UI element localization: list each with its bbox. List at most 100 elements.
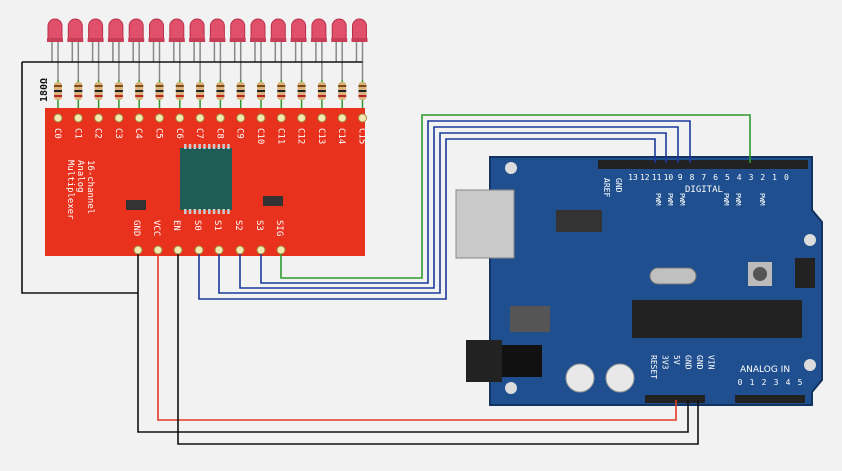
pwm-label: PWM — [734, 193, 742, 206]
led-c9 — [229, 18, 246, 80]
wire-s1 — [218, 132, 667, 294]
channel-label: C6 — [174, 128, 184, 139]
power-pin-reset: RESET — [649, 355, 658, 379]
led-c5 — [148, 18, 165, 80]
channel-label: C3 — [113, 128, 123, 139]
digital-pin-5: 5 — [725, 173, 730, 182]
channel-label: C12 — [296, 128, 306, 144]
led-c15 — [351, 18, 368, 80]
mux-title-line-2: Analog — [75, 160, 85, 193]
wire-led-ground — [21, 62, 138, 294]
capacitor-2 — [605, 363, 635, 393]
pin-pad — [173, 245, 183, 255]
digital-pin-10: 10 — [664, 173, 674, 182]
channel-pad — [134, 113, 144, 123]
pin-label-vcc: VCC — [151, 220, 161, 236]
crystal — [649, 267, 697, 285]
channel-label: C10 — [255, 128, 265, 144]
channel-pad — [73, 113, 83, 123]
channel-pad — [256, 113, 266, 123]
digital-pin-2: 2 — [760, 173, 765, 182]
mounting-hole — [505, 382, 517, 394]
wire-gnd — [137, 254, 689, 433]
power-header — [645, 395, 705, 403]
mounting-hole — [804, 234, 816, 246]
voltage-regulator — [510, 306, 550, 332]
analog-in-label: ANALOG IN — [740, 365, 790, 375]
channel-label: C7 — [194, 128, 204, 139]
mounting-hole — [505, 162, 517, 174]
power-pin-gnd: GND — [695, 355, 704, 370]
analog-pin-4: 4 — [786, 378, 791, 387]
digital-pin-1: 1 — [772, 173, 777, 182]
pwm-label: PWM — [654, 193, 662, 206]
power-pin-gnd: GND — [684, 355, 693, 370]
pwm-label: PWM — [666, 193, 674, 206]
pin-pad — [235, 245, 245, 255]
digital-pin-4: 4 — [737, 173, 742, 182]
channel-label: C5 — [154, 128, 164, 139]
channel-pad — [337, 113, 347, 123]
atmega-chip — [632, 300, 802, 338]
power-pin-3v3: 3V3 — [661, 355, 670, 370]
usb-connector — [455, 189, 515, 259]
channel-pad — [195, 113, 205, 123]
power-pin-5v: 5V — [672, 355, 681, 365]
channel-pad — [114, 113, 124, 123]
digital-pin-3: 3 — [749, 173, 754, 182]
pin-label-s2: S2 — [233, 220, 243, 231]
digital-pin-7: 7 — [701, 173, 706, 182]
smd-component-2 — [263, 196, 283, 206]
wires — [21, 62, 751, 445]
chip-legs — [184, 144, 230, 214]
wire-s0 — [198, 138, 656, 300]
pwm-label: PWM — [722, 193, 730, 206]
channel-pad — [297, 113, 307, 123]
resistor — [54, 80, 62, 118]
mux-title-line-1: 16-channel — [85, 160, 95, 214]
channel-label: C1 — [72, 128, 82, 139]
digital-pin-12: 12 — [640, 173, 650, 182]
wire-en — [177, 254, 699, 445]
digital-pin-13: 13 — [628, 173, 638, 182]
smd-component — [126, 200, 146, 210]
channel-label: C13 — [316, 128, 326, 144]
digital-pin-0: 0 — [784, 173, 789, 182]
pin-label-s1: S1 — [212, 220, 222, 231]
led-c3 — [107, 18, 124, 80]
resistor — [94, 80, 103, 118]
power-jack-body — [502, 345, 542, 377]
analog-pin-1: 1 — [750, 378, 755, 387]
channel-pad — [236, 113, 246, 123]
analog-pin-5: 5 — [798, 378, 803, 387]
wire-s2 — [239, 126, 679, 289]
digital-pin-8: 8 — [690, 173, 695, 182]
channel-label: C9 — [235, 128, 245, 139]
usb-chip — [556, 210, 602, 232]
pwm-label: PWM — [678, 193, 686, 206]
channel-pad — [175, 113, 185, 123]
capacitor — [565, 363, 595, 393]
channel-label: C14 — [336, 128, 346, 144]
pin-pad — [256, 245, 266, 255]
channel-pad — [215, 113, 225, 123]
led-c0 — [47, 18, 63, 80]
analog-pin-3: 3 — [774, 378, 779, 387]
reset-button-cap — [753, 267, 767, 281]
pin-label-en: EN — [171, 220, 181, 231]
digital-label: DIGITAL — [685, 185, 723, 195]
led-c11 — [270, 18, 287, 80]
led-c1 — [67, 18, 84, 80]
power-pin-vin: VIN — [707, 355, 716, 370]
led-c4 — [128, 18, 145, 80]
resistor — [358, 80, 367, 118]
header-gnd-label: GND — [614, 178, 623, 193]
digital-pin-11: 11 — [652, 173, 662, 182]
analog-pin-0: 0 — [738, 378, 743, 387]
led-c14 — [331, 18, 348, 80]
